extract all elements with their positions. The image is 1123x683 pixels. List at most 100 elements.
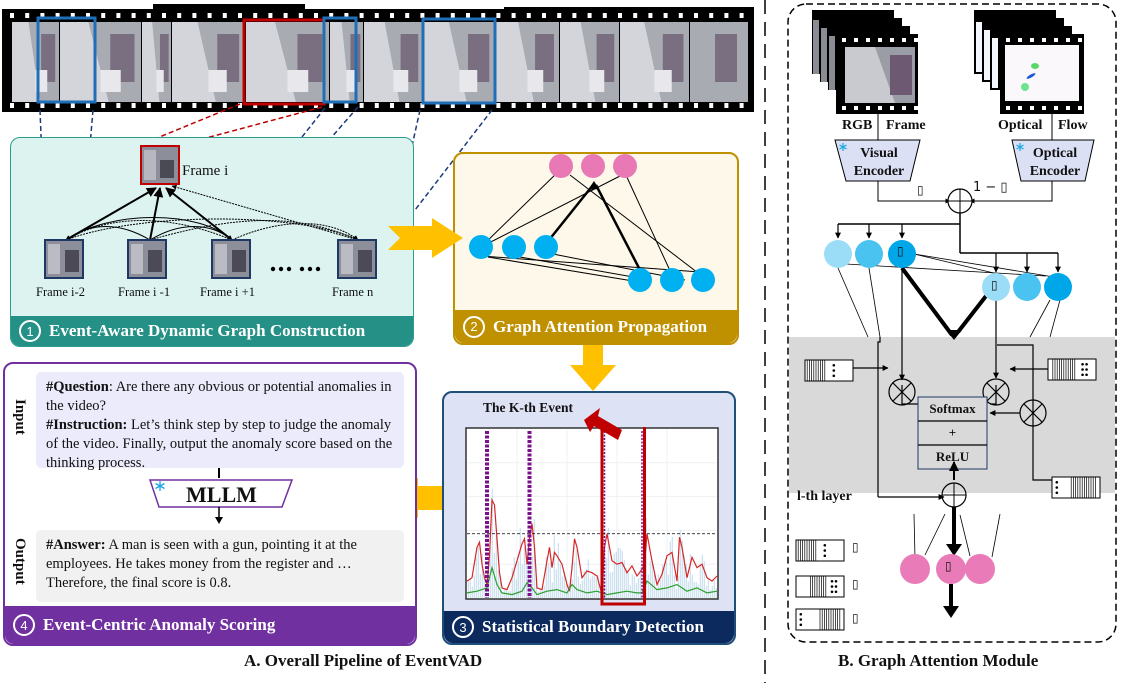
layer-label: l-th layer (797, 489, 852, 504)
rgb-frame-stack (812, 10, 918, 114)
cyan-node-4 (660, 268, 684, 292)
stage2-panel: 2 Graph Attention Propagation (453, 152, 739, 345)
arrow-stage2-to-stage3 (570, 345, 616, 391)
input-prompt-box: #Question: Are there any obvious or pote… (36, 372, 404, 471)
film-frame (690, 22, 748, 102)
optical-encoder-label-1: Optical (1032, 146, 1078, 161)
answer-box: #Answer: A man is seen with a gun, point… (36, 530, 404, 602)
plus-label: + (948, 425, 957, 440)
relu-label: ReLU (935, 449, 970, 464)
center-frame-label: Frame i (182, 163, 229, 179)
multiply-node-1 (982, 378, 1010, 406)
output-node-2 (936, 554, 966, 584)
optical-encoder-label: Optical Encoder (1022, 145, 1088, 181)
alpha-weight: ▯ (917, 183, 924, 197)
pink-node-0 (549, 154, 573, 178)
softmax-label: Softmax (929, 401, 976, 416)
flow-node-1 (982, 273, 1010, 301)
rgb-feature-vector (804, 359, 854, 382)
frame-label-3: Frame n (332, 285, 374, 299)
instruction-text: Let’s think step by step to judge the an… (46, 417, 393, 471)
series-baseline (466, 565, 718, 596)
caption-a: A. Overall Pipeline of EventVAD (244, 651, 483, 670)
flow-node-3 (1044, 273, 1072, 301)
flow-feature-vector (1047, 358, 1097, 381)
stage4-number: 4 (13, 614, 35, 636)
fusion-sum-node (947, 188, 973, 214)
stage2-graph (469, 154, 715, 292)
stage3-title: Statistical Boundary Detection (482, 617, 704, 636)
stage2-footer: 2 Graph Attention Propagation (455, 310, 737, 343)
multiply-node-0 (888, 378, 916, 406)
legend-vector-3 (795, 608, 845, 631)
rgb-label-2: Frame (886, 118, 926, 133)
stage4-title: Event-Centric Anomaly Scoring (43, 615, 276, 634)
layer-output-vector (1051, 476, 1101, 499)
frame-label-1: Frame i -1 (118, 285, 171, 299)
stage4-footer: 4 Event-Centric Anomaly Scoring (5, 606, 415, 644)
film-frame (364, 22, 423, 102)
cyan-node-2 (534, 235, 558, 259)
optical-encoder (1011, 139, 1095, 182)
film-frame (246, 22, 329, 102)
input-label: Input (12, 399, 28, 435)
rgb-label-1: RGB (842, 118, 873, 133)
highlight-frame-blue-3 (421, 17, 497, 105)
cyan-node-3 (628, 268, 652, 292)
legend-symbol-1: ▯ (852, 540, 859, 554)
stage3-footer: 3 Statistical Boundary Detection (444, 611, 734, 643)
video-filmstrip (2, 4, 754, 112)
question-text: : Are there any obvious or potential ano… (46, 379, 392, 414)
k-th-event-highlight (600, 427, 646, 606)
pink-node-2 (613, 154, 637, 178)
stage1-number: 1 (19, 320, 41, 342)
arrow-stage1-to-stage2 (388, 218, 463, 258)
output-node-3 (965, 554, 995, 584)
film-frame (560, 22, 619, 102)
graph-attention-module (787, 3, 1117, 643)
frame-thumbnail-3 (337, 239, 377, 279)
anomaly-score-chart (465, 427, 719, 606)
stage1-title: Event-Aware Dynamic Graph Construction (49, 321, 366, 340)
cyan-node-0 (469, 235, 493, 259)
stage1-graph (44, 145, 377, 279)
center-frame-thumbnail (140, 145, 180, 185)
section-divider (764, 0, 766, 683)
frame-label-0: Frame i-2 (36, 285, 85, 299)
optical-flow-stack (974, 10, 1084, 114)
flow-node-2 (1013, 273, 1041, 301)
rgb-node-1 (824, 240, 852, 268)
film-frame (620, 22, 689, 102)
flow-label-1: Optical (998, 118, 1043, 133)
film-frame (60, 22, 141, 102)
stage2-title: Graph Attention Propagation (493, 316, 708, 336)
attention-block (917, 396, 988, 470)
visual-encoder (834, 139, 921, 182)
frame-thumbnail-2 (211, 239, 251, 279)
frame-thumbnail-0 (44, 239, 84, 279)
film-frame (142, 22, 171, 102)
instruction-key: #Instruction: (46, 417, 128, 433)
highlight-frame-blue-1 (36, 16, 97, 104)
film-frame (424, 22, 495, 102)
legend-vector-2 (795, 575, 845, 598)
visual-encoder-label-2: Encoder (853, 164, 905, 179)
optical-encoder-frozen-icon (1016, 143, 1024, 151)
multiply-node-2 (1019, 399, 1047, 427)
rgb-node-3 (888, 240, 916, 268)
answer-text: A man is seen with a gun, pointing it at… (46, 537, 357, 591)
rgb-node-3-symbol: ▯ (897, 244, 904, 258)
mllm-block (148, 468, 294, 524)
visual-encoder-label-1: Visual (860, 146, 898, 161)
pink-node-1 (581, 154, 605, 178)
stage1-footer: 1 Event-Aware Dynamic Graph Construction (11, 316, 413, 346)
frame-label-2: Frame i +1 (200, 285, 255, 299)
output-node-symbol: ▯ (945, 559, 952, 573)
film-frame (12, 22, 59, 102)
legend-symbol-3: ▯ (852, 611, 859, 625)
legend-symbol-2: ▯ (852, 577, 859, 591)
legend-vector-1 (795, 539, 845, 562)
question-key: #Question (46, 379, 109, 395)
caption-b: B. Graph Attention Module (838, 651, 1039, 670)
flow-label-2: Flow (1058, 118, 1088, 133)
